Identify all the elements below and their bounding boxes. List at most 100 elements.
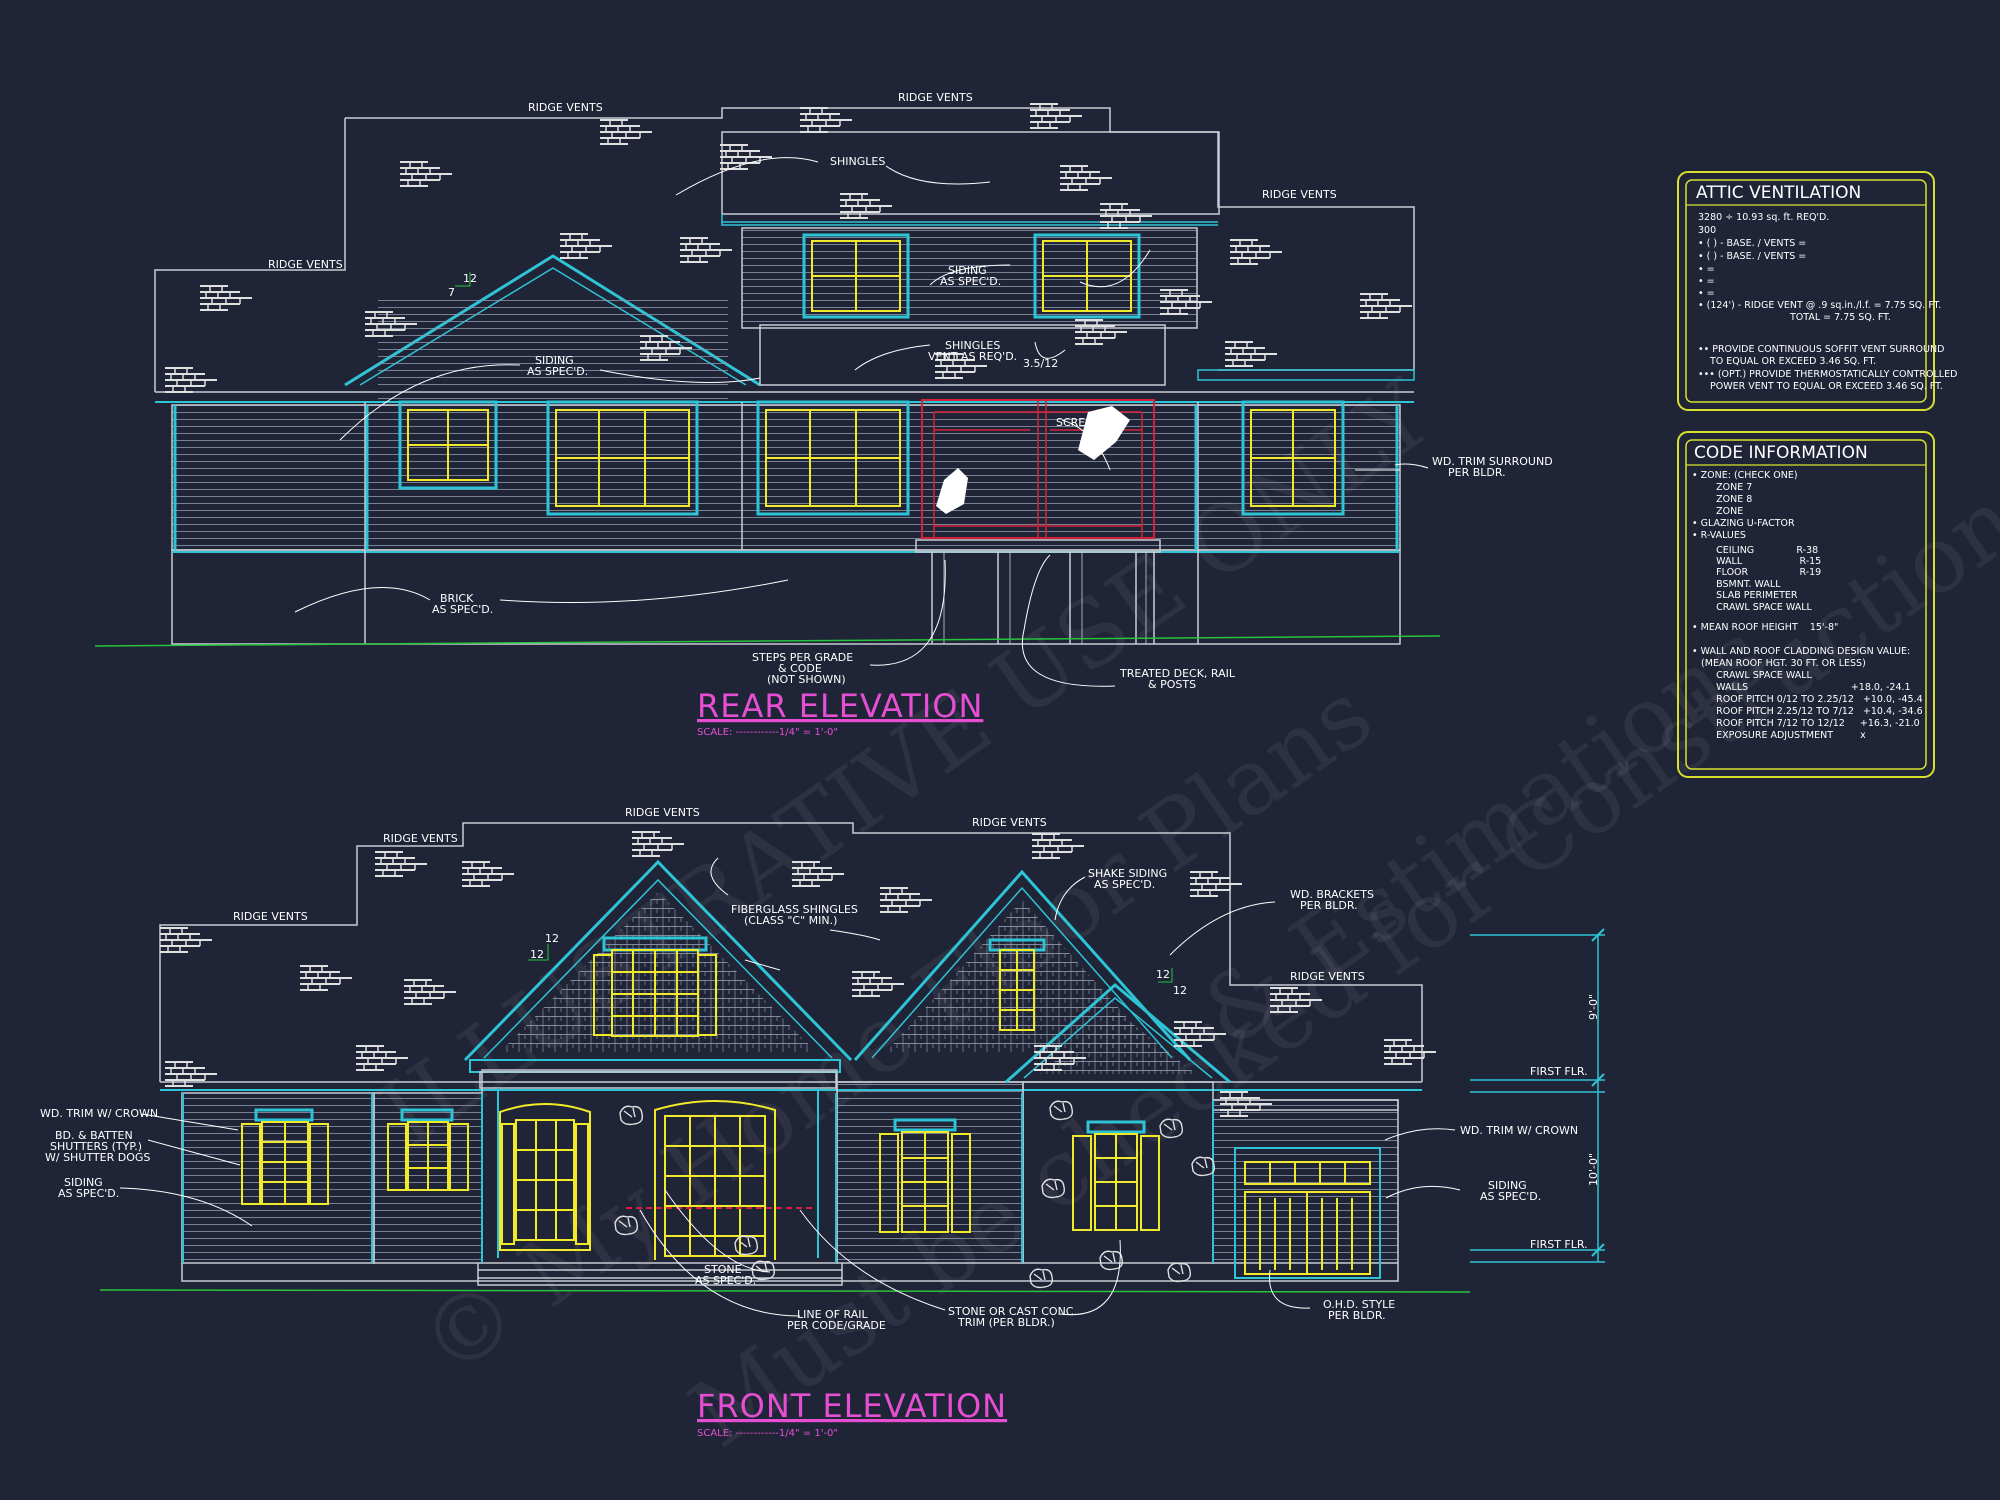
rear-notes: RIDGE VENTS RIDGE VENTS RIDGE VENTS RIDG… [268,91,1553,691]
front-pitch-b-side: 12 [1173,984,1187,997]
rear-steps-label: STEPS PER GRADE [752,651,853,664]
code-line: ZONE [1692,506,1743,517]
rear-brick-label: BRICK [440,592,474,605]
front-stone-trim-label: TRIM (PER BLDR.) [957,1316,1055,1329]
front-siding-label: SIDING [64,1176,103,1189]
front-ohd-label: O.H.D. STYLE [1323,1298,1395,1311]
rear-gable-siding-label: SIDING [535,354,574,367]
rear-leaders [294,157,1429,687]
code-line: CEILING R-38 [1692,545,1818,556]
code-line: (MEAN ROOF HGT. 30 FT. OR LESS) [1692,658,1866,669]
front-notes: RIDGE VENTS RIDGE VENTS RIDGE VENTS RIDG… [40,806,1600,1332]
front-trim-crown-label: WD. TRIM W/ CROWN [40,1107,158,1120]
code-line: ROOF PITCH 0/12 TO 2.25/12 +10.0, -45.4 [1692,694,1923,705]
code-line: FLOOR R-19 [1692,567,1821,578]
rear-elevation-scale: SCALE: ------------1/4" = 1'-0" [697,727,838,738]
code-line: ROOF PITCH 7/12 TO 12/12 +16.3, -21.0 [1692,718,1920,729]
rear-steps-label: (NOT SHOWN) [767,673,846,686]
rear-trim-label: PER BLDR. [1448,466,1506,479]
front-pitch-marks: 12 12 12 12 [528,932,1187,997]
rear-ridge-vents-label: RIDGE VENTS [1262,188,1337,201]
rear-shingles-vent-label: VENT AS REQ'D. [928,350,1017,363]
attic-line: • = [1698,276,1715,287]
front-siding-label: AS SPEC'D. [58,1187,119,1200]
rear-elevation [94,107,1441,647]
attic-line: • ( ) - BASE. / VENTS = [1698,238,1806,249]
rear-ridge-vents-label: RIDGE VENTS [268,258,343,271]
front-siding-label: AS SPEC'D. [1480,1190,1541,1203]
code-line: • WALL AND ROOF CLADDING DESIGN VALUE: [1692,646,1910,657]
code-line: ZONE 7 [1692,482,1752,493]
rear-pitch-b: 3.5/12 [1023,357,1058,370]
code-line: WALL R-15 [1692,556,1821,567]
attic-line: TO EQUAL OR EXCEED 3.46 SQ. FT. [1709,356,1876,367]
front-stone-trim-label: STONE OR CAST CONC. [948,1305,1077,1318]
code-line: BSMNT. WALL [1692,579,1781,590]
attic-line: • = [1698,288,1715,299]
front-leaders [119,857,1461,1317]
front-brackets-label: WD. BRACKETS [1290,888,1374,901]
rear-ridge-vents-label: RIDGE VENTS [528,101,603,114]
attic-ventilation-panel: ATTIC VENTILATION 3280 ÷ 10.93 sq. ft. R… [1677,171,1957,411]
rear-gable-siding-label: AS SPEC'D. [527,365,588,378]
code-information-panel: CODE INFORMATION • ZONE: (CHECK ONE) ZON… [1677,431,1935,778]
front-pitch-a-top: 12 [545,932,559,945]
front-ridge-vents-label: RIDGE VENTS [972,816,1047,829]
dimension-lower: 10'-0" [1587,1153,1600,1186]
code-line: CRAWL SPACE WALL [1692,670,1812,681]
code-line: • GLAZING U-FACTOR [1692,518,1795,529]
code-line: • MEAN ROOF HEIGHT 15'-8" [1692,622,1838,633]
attic-line: 300 [1698,225,1716,236]
dimension-upper: 9'-0" [1587,994,1600,1020]
code-line: CRAWL SPACE WALL [1692,602,1812,613]
attic-line: 3280 ÷ 10.93 sq. ft. REQ'D. [1698,212,1829,223]
rear-trim-label: WD. TRIM SURROUND [1432,455,1553,468]
rear-shingles-label: SHINGLES [830,155,885,168]
front-rail-label: PER CODE/GRADE [787,1319,886,1332]
front-ridge-vents-label: RIDGE VENTS [233,910,308,923]
front-stone-label: STONE [704,1263,742,1276]
front-shutters-label: W/ SHUTTER DOGS [45,1151,150,1164]
front-shutters-label: SHUTTERS (TYP.) [50,1140,142,1153]
code-title: CODE INFORMATION [1694,443,1868,463]
rear-elevation-title: REAR ELEVATION [697,687,983,725]
front-openings [241,936,1371,1275]
rear-pitch-rise: 12 [463,272,477,285]
attic-line: TOTAL = 7.75 SQ. FT. [1789,312,1891,323]
front-brackets-label: PER BLDR. [1300,899,1358,912]
front-shake-label: AS SPEC'D. [1094,878,1155,891]
code-line: EXPOSURE ADJUSTMENT x [1692,730,1866,741]
first-floor-label: FIRST FLR. [1530,1065,1588,1078]
front-elevation-title: FRONT ELEVATION [697,1387,1007,1425]
rear-brick-label: AS SPEC'D. [432,603,493,616]
front-ridge-vents-label: RIDGE VENTS [383,832,458,845]
front-stone-label: AS SPEC'D. [695,1274,756,1287]
rear-siding-label: SIDING [948,264,987,277]
front-siding-label: SIDING [1488,1179,1527,1192]
front-pitch-a-side: 12 [530,948,544,961]
front-pitch-b-top: 12 [1156,968,1170,981]
attic-line: •• PROVIDE CONTINUOUS SOFFIT VENT SURROU… [1698,344,1944,355]
front-ohd-label: PER BLDR. [1328,1309,1386,1322]
front-fiberglass-label: FIBERGLASS SHINGLES [731,903,858,916]
front-rail-label: LINE OF RAIL [797,1308,868,1321]
front-fiberglass-label: (CLASS "C" MIN.) [744,914,837,927]
first-floor-label: FIRST FLR. [1530,1238,1588,1251]
rear-siding-label: AS SPEC'D. [940,275,1001,288]
rear-pitch-run: 7 [448,286,455,299]
code-line: ZONE 8 [1692,494,1752,505]
attic-line: • ( ) - BASE. / VENTS = [1698,251,1806,262]
code-line: ROOF PITCH 2.25/12 TO 7/12 +10.4, -34.6 [1692,706,1923,717]
rear-shingles-vent-label: SHINGLES [945,339,1000,352]
attic-line: POWER VENT TO EQUAL OR EXCEED 3.46 SQ. F… [1710,381,1943,392]
attic-line: ••• (OPT.) PROVIDE THERMOSTATICALLY CONT… [1698,369,1957,380]
rear-ridge-vents-label: RIDGE VENTS [898,91,973,104]
front-shutters-label: BD. & BATTEN [55,1129,133,1142]
attic-line: • (124') - RIDGE VENT @ .9 sq.in./l.f. =… [1698,300,1941,311]
code-line: • R-VALUES [1692,530,1746,541]
rear-deck-label: TREATED DECK, RAIL [1119,667,1236,680]
front-ridge-vents-label: RIDGE VENTS [625,806,700,819]
rear-steps-label: & CODE [778,662,822,675]
rear-deck-label: & POSTS [1148,678,1196,691]
